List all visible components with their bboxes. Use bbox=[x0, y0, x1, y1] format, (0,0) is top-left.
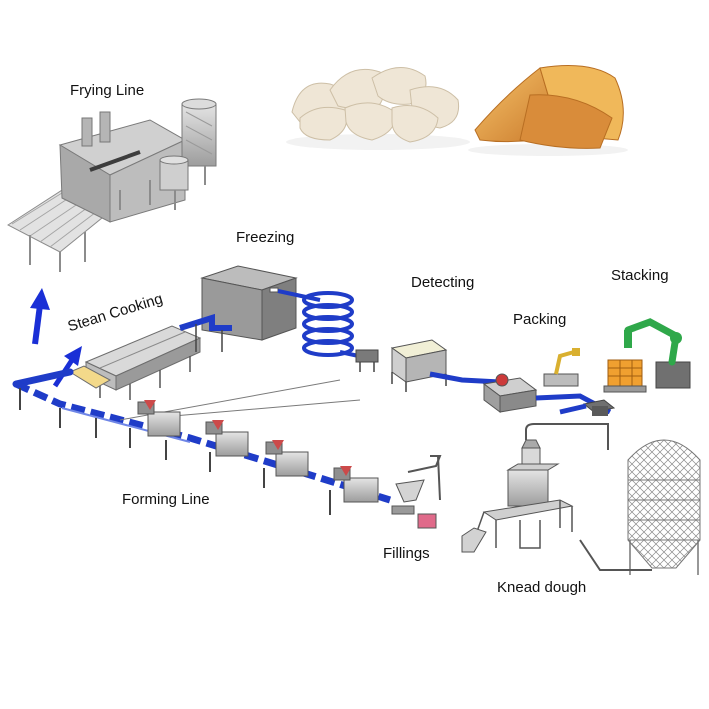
fillings-mixer bbox=[391, 455, 442, 529]
label-knead-dough: Knead dough bbox=[497, 579, 587, 596]
packing-robot bbox=[543, 348, 580, 387]
label-frying-line: Frying Line bbox=[70, 82, 145, 99]
transfer-unit bbox=[355, 349, 379, 372]
freezer-infeed-conveyor bbox=[179, 313, 232, 352]
dough-kneading-machine bbox=[461, 423, 609, 553]
label-stacking: Stacking bbox=[611, 267, 669, 284]
label-fillings: Fillings bbox=[383, 545, 430, 562]
freezer-machine bbox=[200, 265, 298, 341]
forming-machine-3 bbox=[265, 440, 309, 477]
forming-machine-4 bbox=[333, 466, 379, 503]
diagonal-arrow-icon bbox=[52, 346, 82, 388]
stacking-pallet bbox=[603, 359, 647, 393]
dumplings-image bbox=[286, 67, 470, 150]
forming-machine-2 bbox=[205, 420, 249, 457]
label-freezing: Freezing bbox=[236, 229, 295, 246]
stacking-robot bbox=[624, 318, 691, 389]
frying-line-machine bbox=[7, 98, 217, 272]
forming-machine-1 bbox=[137, 400, 181, 437]
flour-silo bbox=[579, 424, 701, 575]
label-detecting: Detecting bbox=[411, 274, 475, 291]
spiral-freezer bbox=[302, 291, 369, 360]
label-forming-line: Forming Line bbox=[122, 491, 210, 508]
steam-cooking-machine bbox=[68, 325, 202, 400]
forming-line-conveyor bbox=[12, 368, 392, 515]
carton-sealer bbox=[559, 399, 616, 416]
up-arrow-icon bbox=[30, 288, 50, 345]
label-packing: Packing bbox=[513, 311, 567, 328]
freezer-outfeed-conveyor bbox=[277, 289, 321, 302]
packing-machine bbox=[482, 373, 612, 415]
metal-detector-machine bbox=[390, 339, 501, 392]
fried-pastry-image bbox=[468, 65, 628, 156]
